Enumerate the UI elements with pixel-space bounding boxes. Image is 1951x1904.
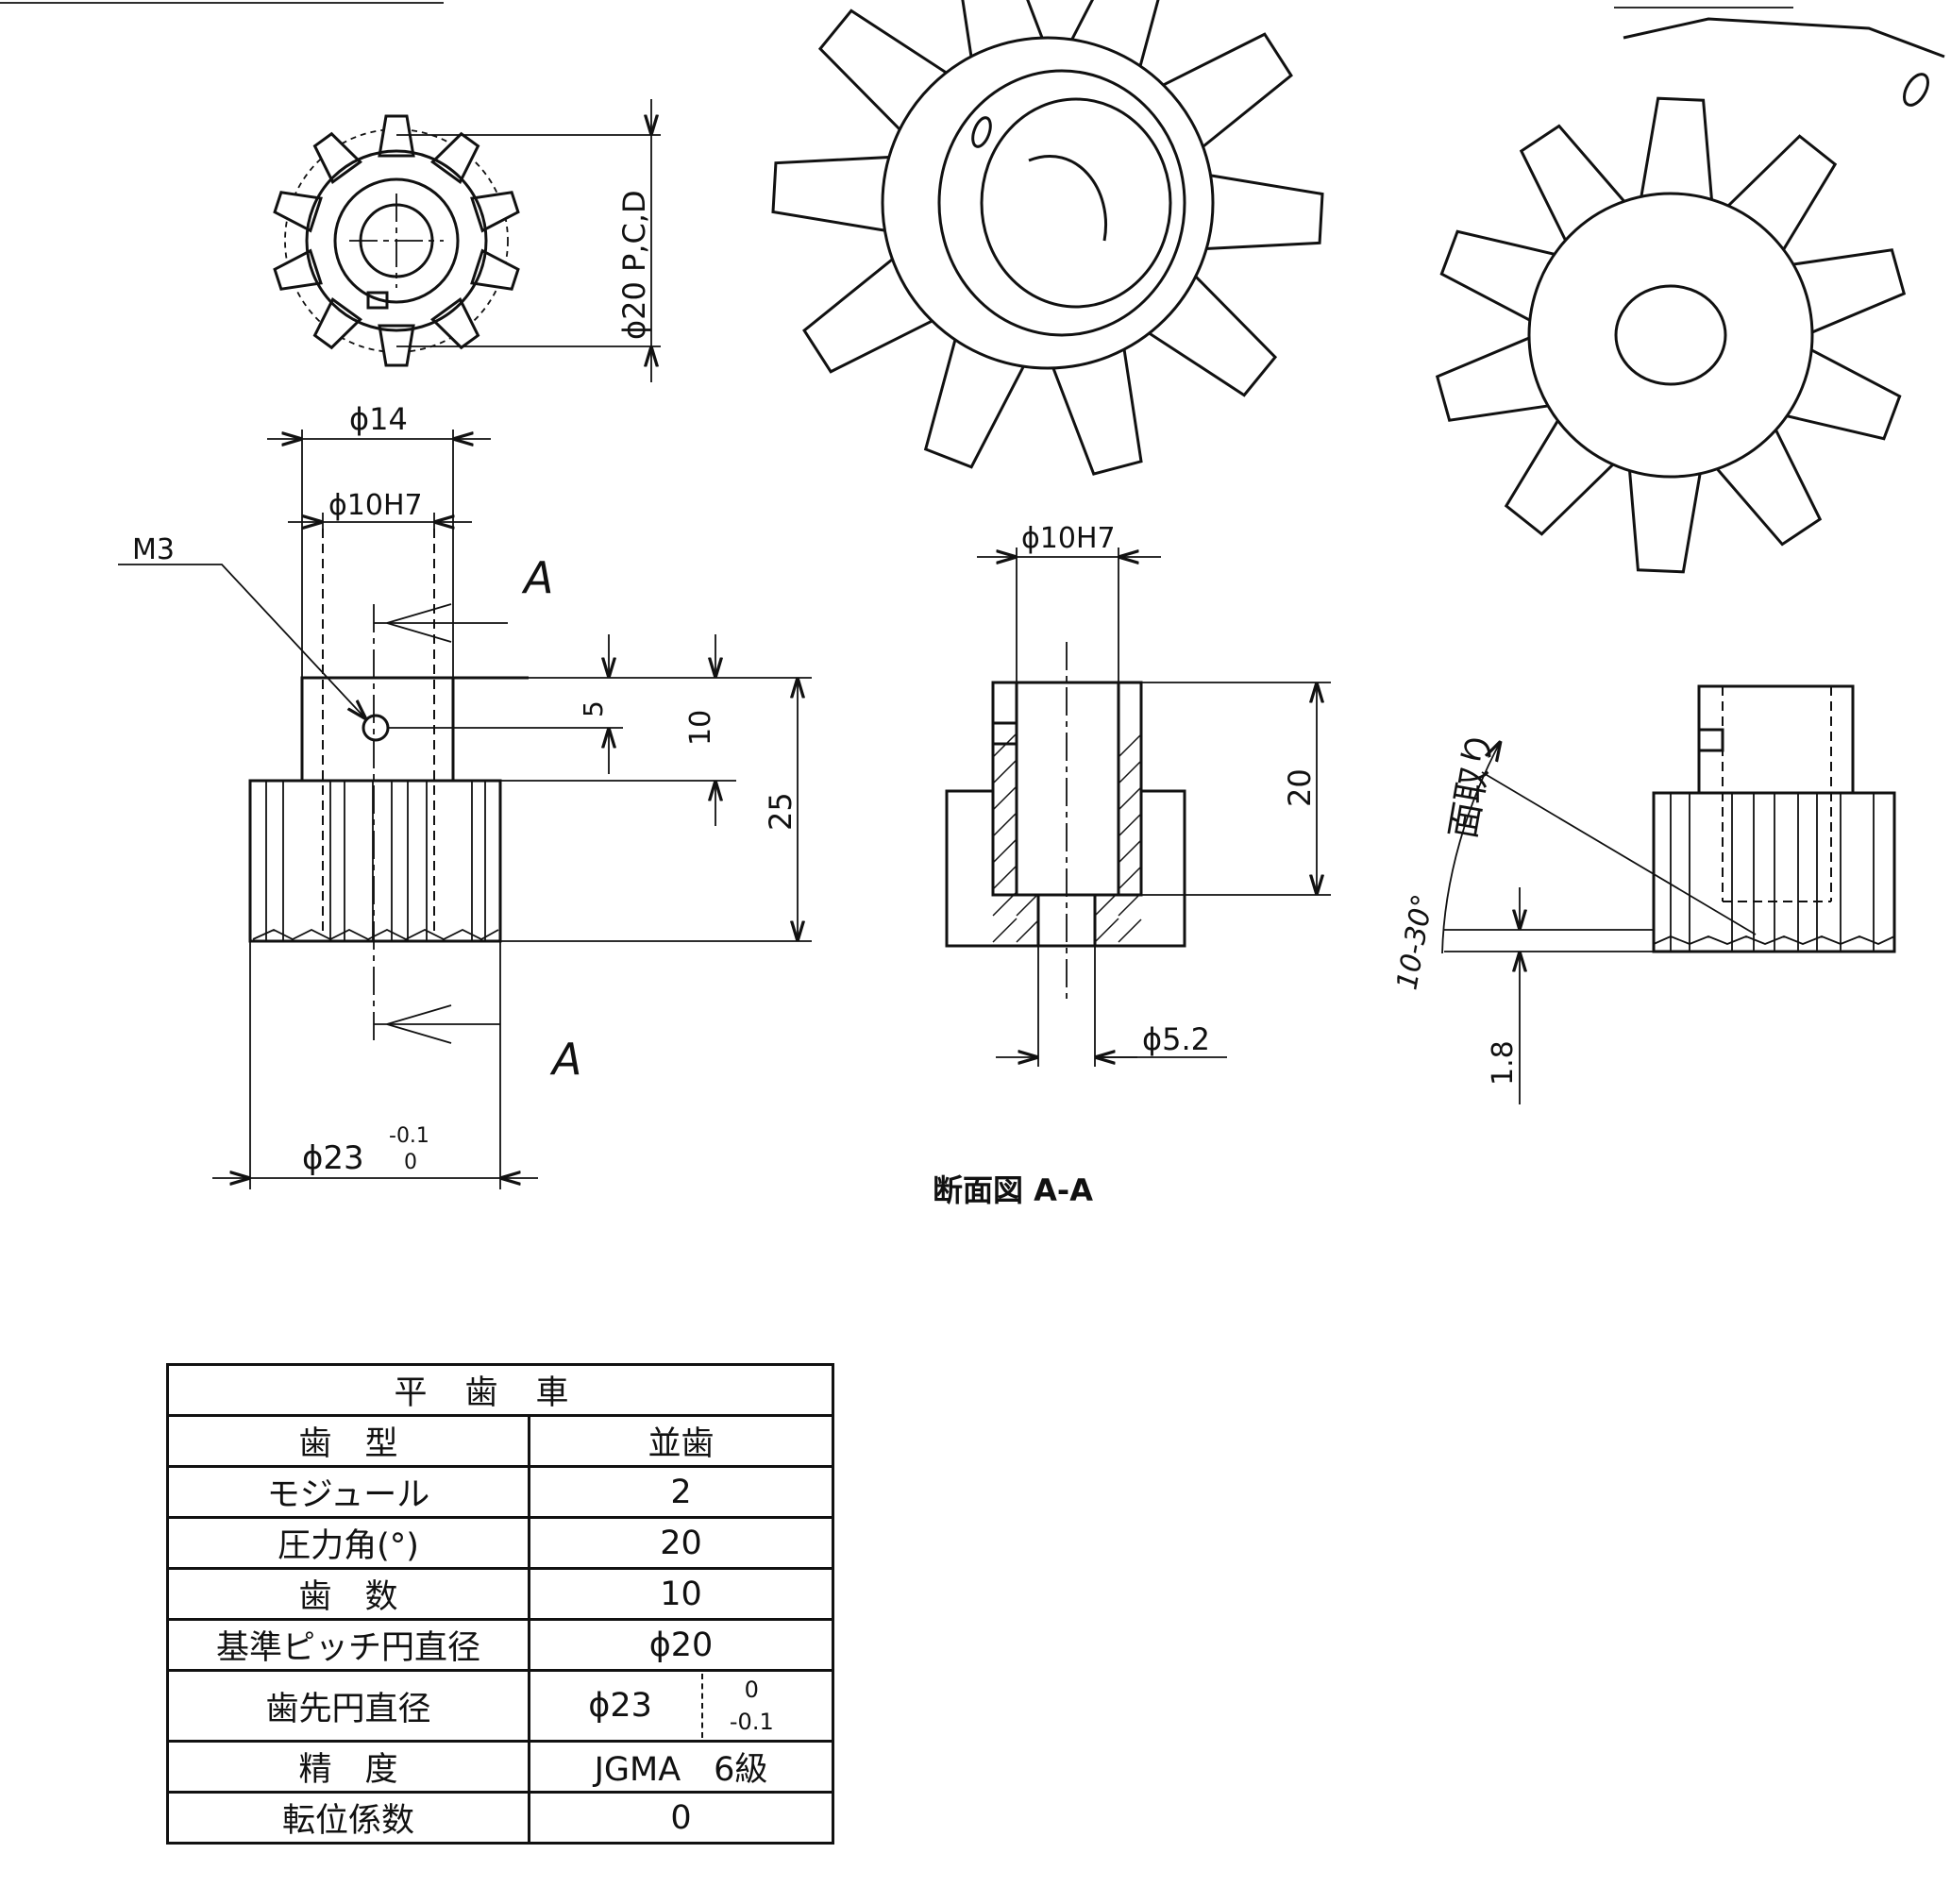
table-row: 歯先円直径 ϕ23 0 -0.1: [166, 1669, 834, 1743]
hatch-line: [992, 759, 1018, 784]
tip-dia-label: ϕ23: [302, 1139, 364, 1177]
hatch-line: [992, 891, 1018, 917]
section-mark-top: A: [521, 552, 553, 603]
row-value: 20: [528, 1516, 834, 1570]
hatch-line: [1016, 919, 1039, 943]
hatch-line: [1118, 839, 1142, 864]
table-row: 歯 型 並歯: [166, 1414, 834, 1468]
gear-tooth: [378, 324, 415, 367]
section-view: ϕ10H7 20 ϕ5.2 断面図 A-A: [933, 522, 1331, 1208]
chamfer-detail-view: 面取り 10-30° 1.8: [1390, 684, 1896, 1104]
row-value: ϕ20: [528, 1618, 834, 1672]
gear-tooth: [378, 114, 415, 158]
hub-dia-label: ϕ14: [349, 401, 408, 437]
hatch-line: [1016, 894, 1038, 917]
tip-tol-lower-value: -0.1: [729, 1709, 774, 1735]
gear-tooth: [1639, 96, 1714, 207]
hatch-line: [1118, 760, 1142, 784]
gear-tooth: [430, 296, 480, 350]
hatch-line: [1118, 892, 1142, 917]
table-row: 精 度 JGMA 6級: [166, 1740, 834, 1794]
gear-tooth: [1627, 463, 1703, 574]
tip-tol-upper-value: 0: [744, 1677, 759, 1703]
dim-10: 10: [684, 710, 717, 746]
gear-tooth: [470, 248, 520, 291]
row-value: ϕ23 0 -0.1: [528, 1669, 834, 1743]
hatch-line: [992, 865, 1018, 890]
gear-tooth: [273, 191, 323, 233]
row-value: JGMA 6級: [528, 1740, 834, 1794]
gear-tooth: [1194, 172, 1324, 251]
row-label: 精 度: [166, 1740, 530, 1794]
row-label: 転位係数: [166, 1791, 530, 1845]
hatch-line: [1118, 813, 1142, 837]
gear-tooth: [312, 296, 362, 350]
section-caption: 断面図 A-A: [933, 1172, 1093, 1208]
table-row: 圧力角(°) 20: [166, 1516, 834, 1570]
row-label: 歯 数: [166, 1567, 530, 1621]
hatch-line: [1118, 733, 1142, 758]
hatch-line: [992, 785, 1018, 811]
row-label: 歯先円直径: [166, 1669, 530, 1743]
table-row: 歯 数 10: [166, 1567, 834, 1621]
bore-label: ϕ10H7: [328, 489, 423, 522]
row-label: 圧力角(°): [166, 1516, 530, 1570]
row-value: 2: [528, 1465, 834, 1519]
gear-front-view: ϕ14 ϕ10H7 M3 A A 5 10 25: [118, 401, 812, 1189]
tip-tol-lower: 0: [404, 1151, 417, 1174]
section-hole-label: ϕ5.2: [1142, 1021, 1210, 1057]
hatch-line: [1094, 918, 1119, 943]
table-row: モジュール 2: [166, 1465, 834, 1519]
pcd-label: ϕ20 P,C,D: [616, 190, 652, 340]
gear-end-view: ϕ20 P,C,D: [273, 99, 661, 382]
hatch-line: [992, 812, 1018, 837]
tap-label: M3: [132, 533, 175, 566]
tip-dia-value: ϕ23: [588, 1687, 652, 1725]
hatch-line: [1118, 786, 1142, 811]
table-row: 転位係数 0: [166, 1791, 834, 1845]
row-label: 歯 型: [166, 1414, 530, 1468]
tip-tol-upper: -0.1: [389, 1124, 429, 1148]
row-value: 並歯: [528, 1414, 834, 1468]
spec-table: 平歯車 歯 型 並歯 モジュール 2 圧力角(°) 20 歯 数 10 基準ピッ…: [166, 1363, 834, 1845]
gear-isometric-1: [771, 0, 1324, 476]
hatch-line: [992, 918, 1018, 943]
hatch-line: [1118, 918, 1142, 943]
table-row: 基準ピッチ円直径 ϕ20: [166, 1618, 834, 1672]
hatch-line: [992, 838, 1018, 864]
gear-tooth: [273, 248, 323, 291]
hatch-line: [1118, 866, 1142, 890]
row-value: 0: [528, 1791, 834, 1845]
row-value: 10: [528, 1567, 834, 1621]
section-mark-bottom: A: [549, 1034, 581, 1085]
chamfer-angle: 10-30°: [1390, 892, 1439, 993]
dim-25: 25: [763, 792, 799, 831]
gear-tooth: [470, 191, 520, 233]
chamfer-size: 1.8: [1487, 1040, 1520, 1086]
row-label: 基準ピッチ円直径: [166, 1618, 530, 1672]
gear-tooth: [312, 131, 362, 185]
spec-table-title: 平歯車: [166, 1363, 834, 1417]
hatch-line: [992, 733, 1018, 758]
hatch-line: [1015, 944, 1018, 947]
dim-5: 5: [578, 700, 609, 717]
row-label: モジュール: [166, 1465, 530, 1519]
hatch-line: [1094, 894, 1117, 917]
chamfer-label: 面取り: [1442, 729, 1502, 842]
gear-tooth: [771, 155, 901, 234]
gear-isometric-2: [1435, 7, 1945, 574]
section-depth-label: 20: [1282, 768, 1318, 807]
section-bore-label: ϕ10H7: [1021, 522, 1116, 555]
gear-tooth: [430, 131, 480, 185]
